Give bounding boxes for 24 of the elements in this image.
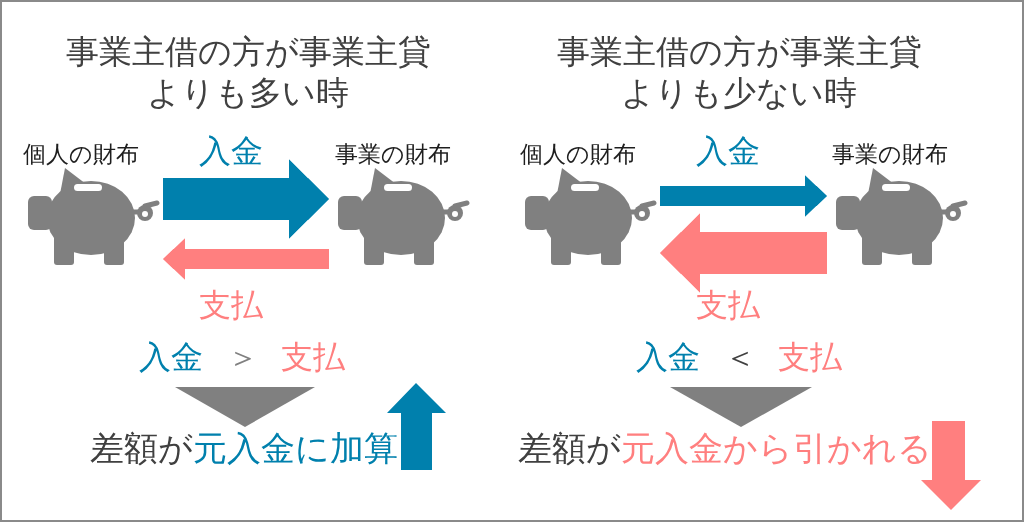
node-label: 個人の財布 bbox=[520, 143, 636, 166]
node-label: 事業の財布 bbox=[832, 143, 948, 166]
arrow bbox=[163, 238, 329, 280]
comparison-symbol: ＞ bbox=[227, 341, 259, 373]
comparison-term: 支払 bbox=[281, 341, 345, 373]
edge-label: 入金 bbox=[696, 135, 760, 167]
arrow bbox=[660, 213, 827, 293]
edge-label: 支払 bbox=[199, 289, 263, 321]
panel-heading: 事業主借の方が事業主貸よりも多い時 bbox=[64, 31, 432, 114]
arrow bbox=[660, 175, 827, 217]
edge-label: 入金 bbox=[199, 135, 263, 167]
node-label: 事業の財布 bbox=[335, 143, 451, 166]
comparison-term: 入金 bbox=[636, 341, 700, 373]
result-highlight-text: 元入金から引かれる bbox=[621, 431, 932, 465]
result-highlight-text: 元入金に加算 bbox=[193, 431, 398, 465]
result-text: 差額が bbox=[518, 431, 621, 465]
result-text: 差額が bbox=[90, 431, 193, 465]
comparison-symbol: ＜ bbox=[724, 341, 756, 373]
edge-label: 支払 bbox=[696, 289, 760, 321]
arrow bbox=[163, 159, 329, 239]
node-label: 個人の財布 bbox=[23, 143, 139, 166]
comparison-term: 支払 bbox=[778, 341, 842, 373]
comparison-term: 入金 bbox=[139, 341, 203, 373]
panel-heading: 事業主借の方が事業主貸よりも少ない時 bbox=[555, 31, 923, 114]
